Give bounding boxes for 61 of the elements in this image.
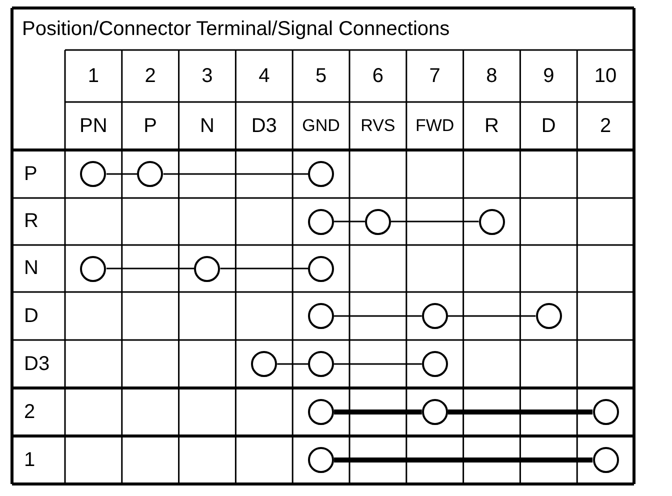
- signal-name: FWD: [414, 115, 456, 137]
- connection-circle: [478, 208, 505, 234]
- connection-line: [163, 173, 308, 175]
- signal-name: RVS: [360, 115, 396, 137]
- connection-circle: [422, 303, 448, 329]
- connection-circle: [194, 256, 220, 282]
- connection-circle: [422, 351, 448, 377]
- connection-circle: [422, 399, 448, 425]
- connection-circle: [308, 447, 334, 473]
- connection-line: [106, 268, 194, 270]
- signal-name: D: [540, 114, 557, 138]
- signal-name: N: [199, 114, 216, 138]
- position-label: D: [24, 304, 38, 328]
- signal-name: GND: [301, 115, 341, 137]
- connection-circle: [308, 208, 334, 234]
- connection-circle: [308, 256, 334, 282]
- connection-line: [334, 363, 422, 365]
- terminal-number: 4: [258, 64, 271, 88]
- signal-name: R: [484, 114, 500, 138]
- signal-name: PN: [78, 114, 108, 138]
- connection-circle: [80, 256, 106, 282]
- terminal-number: 1: [86, 64, 100, 88]
- terminal-number: 9: [542, 64, 556, 88]
- terminal-number: 8: [485, 64, 498, 88]
- terminal-number: 10: [593, 64, 618, 88]
- position-label: 1: [24, 448, 36, 472]
- signal-name: D3: [250, 114, 278, 138]
- signal-name: P: [142, 114, 158, 138]
- connection-line: [220, 268, 308, 270]
- connection-line: [448, 410, 593, 414]
- connection-circle: [308, 351, 334, 377]
- terminal-number: 7: [428, 64, 442, 88]
- connection-circle: [536, 303, 562, 329]
- terminal-number: 3: [200, 64, 214, 88]
- table-title: Position/Connector Terminal/Signal Connections: [22, 16, 450, 42]
- connection-circle: [364, 208, 391, 234]
- connection-line: [334, 220, 365, 222]
- connection-line: [334, 458, 593, 462]
- terminal-number: 6: [371, 64, 384, 88]
- terminal-number: 2: [144, 64, 157, 88]
- signal-name: 2: [598, 114, 612, 138]
- connection-circle: [308, 399, 334, 425]
- connection-circle: [308, 161, 334, 187]
- connection-circle: [308, 303, 334, 329]
- position-label: D3: [24, 352, 50, 376]
- connection-circle: [592, 399, 619, 425]
- connection-circle: [592, 447, 619, 473]
- position-label: 2: [24, 400, 36, 424]
- connection-circle: [137, 161, 164, 187]
- connection-line: [334, 410, 422, 414]
- connection-circle: [251, 351, 278, 377]
- connection-line: [448, 315, 536, 317]
- connection-line: [334, 315, 422, 317]
- terminal-number: 5: [314, 64, 328, 88]
- connection-line: [277, 363, 308, 365]
- connection-line: [390, 220, 479, 222]
- connection-circle: [80, 161, 106, 187]
- position-label: P: [24, 162, 38, 186]
- position-label: R: [24, 209, 38, 234]
- connection-line: [106, 173, 138, 175]
- position-label: N: [24, 256, 38, 281]
